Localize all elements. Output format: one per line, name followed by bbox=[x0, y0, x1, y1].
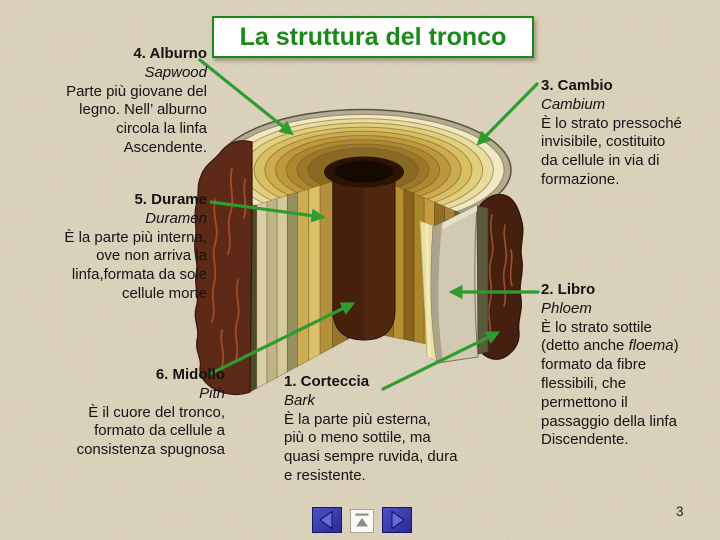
previous-slide-button[interactable] bbox=[312, 507, 342, 536]
label-libro-heading: 2. Libro bbox=[541, 281, 596, 298]
pith-cylinder bbox=[324, 156, 404, 341]
title-box: La struttura del tronco bbox=[212, 16, 534, 58]
label-libro-desc-post: ) formato da fibre flessibili, che perme… bbox=[541, 337, 679, 449]
cambium-dark-stripe bbox=[476, 205, 489, 355]
label-corteccia: 1. Corteccia Bark È la parte più esterna… bbox=[284, 373, 494, 486]
label-midollo-description: È il cuore del tronco, formato da cellul… bbox=[76, 403, 225, 459]
bark-left-veins bbox=[211, 167, 247, 367]
left-triangle-icon bbox=[312, 507, 342, 533]
slide-navigation bbox=[312, 507, 412, 536]
up-triangle-icon bbox=[350, 509, 374, 533]
label-durame: 5. Durame Duramen È la parte più interna… bbox=[7, 191, 207, 304]
label-durame-heading: 5. Durame bbox=[134, 191, 207, 208]
midollo-arrow bbox=[208, 302, 356, 376]
label-corteccia-heading: 1. Corteccia bbox=[284, 373, 370, 390]
label-midollo: 6. Midollo Pith È il cuore del tronco, f… bbox=[25, 366, 225, 460]
label-alburno-english: Sapwood bbox=[144, 63, 207, 81]
cambio-arrow bbox=[476, 82, 539, 146]
home-slide-button[interactable] bbox=[350, 509, 374, 536]
durame-arrow bbox=[209, 200, 326, 223]
slide-title: La struttura del tronco bbox=[239, 22, 507, 51]
label-libro-desc-pre: È lo strato sottile (detto anche bbox=[541, 318, 652, 355]
label-corteccia-english: Bark bbox=[284, 391, 315, 409]
bark-right bbox=[479, 193, 524, 360]
label-libro-description: È lo strato sottile (detto anche floema)… bbox=[541, 319, 716, 451]
next-slide-button[interactable] bbox=[382, 507, 412, 536]
label-midollo-heading: 6. Midollo bbox=[155, 366, 225, 383]
label-alburno-heading: 4. Alburno bbox=[133, 45, 207, 62]
label-alburno: 4. Alburno Sapwood Parte più giovane del… bbox=[7, 45, 207, 158]
libro-slab bbox=[430, 204, 479, 364]
label-cambio-description: È lo strato pressoché invisibile, costit… bbox=[541, 114, 682, 188]
corteccia-arrow bbox=[381, 331, 501, 391]
label-alburno-description: Parte più giovane del legno. Nell’ albur… bbox=[66, 82, 207, 156]
label-cambio-english: Cambium bbox=[541, 95, 606, 113]
label-libro: 2. Libro Phloem È lo strato sottile (det… bbox=[541, 281, 716, 450]
label-midollo-english: Pith bbox=[199, 384, 225, 402]
label-durame-english: Duramen bbox=[145, 209, 207, 227]
bark-right-veins bbox=[487, 214, 513, 341]
label-libro-english: Phloem bbox=[541, 299, 592, 317]
label-durame-description: È la parte più interna, ove non arriva l… bbox=[64, 228, 207, 302]
alburno-arrow bbox=[198, 58, 294, 136]
label-cambio-heading: 3. Cambio bbox=[541, 77, 613, 94]
label-corteccia-description: È la parte più esterna, più o meno sotti… bbox=[284, 410, 458, 484]
label-cambio: 3. Cambio Cambium È lo strato pressoché … bbox=[541, 77, 716, 190]
right-triangle-icon bbox=[382, 507, 412, 533]
annotation-arrows bbox=[198, 58, 540, 391]
page-number: 3 bbox=[676, 504, 684, 519]
label-libro-desc-floema: floema bbox=[628, 337, 674, 355]
